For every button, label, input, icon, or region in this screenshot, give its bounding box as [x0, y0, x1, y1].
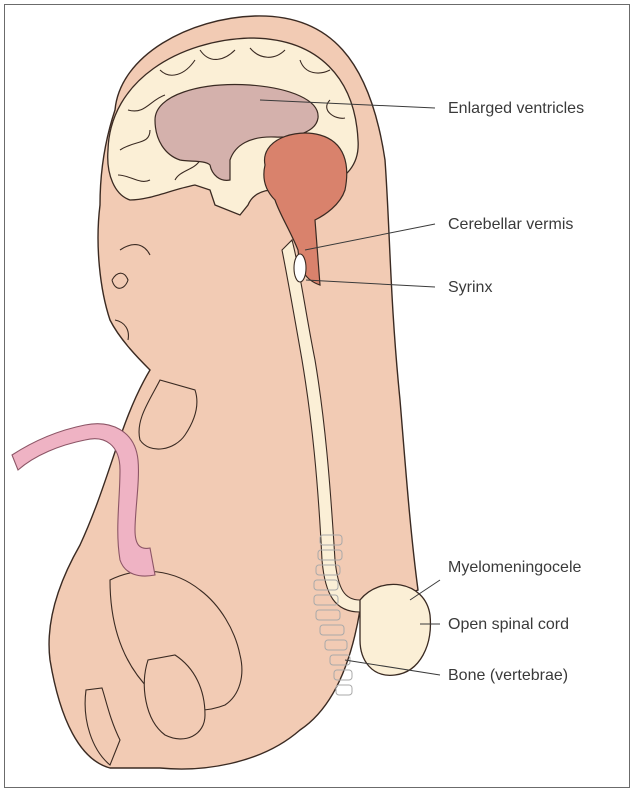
myelomeningocele — [360, 584, 430, 675]
label-enlarged-ventricles: Enlarged ventricles — [448, 100, 584, 117]
label-myelomeningocele: Myelomeningocele — [448, 559, 582, 576]
label-open-spinal-cord: Open spinal cord — [448, 616, 569, 633]
label-syrinx: Syrinx — [448, 279, 492, 296]
syrinx — [294, 254, 306, 282]
label-cerebellar-vermis: Cerebellar vermis — [448, 216, 573, 233]
label-bone-vertebrae: Bone (vertebrae) — [448, 667, 568, 684]
